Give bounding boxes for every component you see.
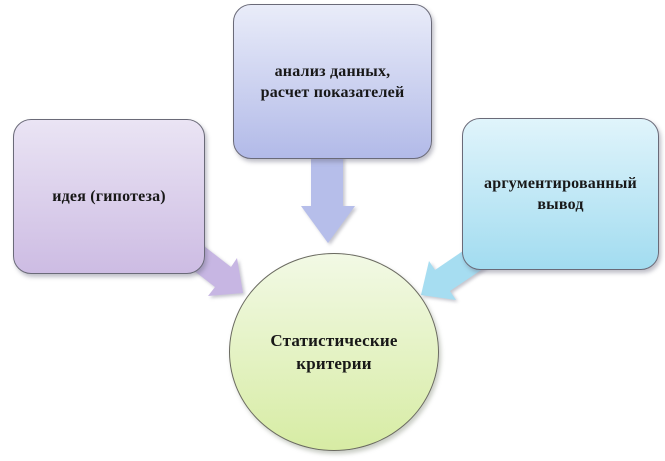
node-idea-label: идея (гипотеза) bbox=[52, 186, 166, 207]
node-analysis-line-1: анализ данных, bbox=[274, 62, 391, 80]
node-statistical-criteria-line-1: Статистические bbox=[270, 331, 398, 350]
node-conclusion-line-1: аргументированный bbox=[484, 175, 637, 192]
node-conclusion-line-2: вывод bbox=[537, 196, 584, 213]
node-idea: идея (гипотеза) bbox=[13, 119, 205, 274]
node-statistical-criteria: Статистические критерии bbox=[229, 253, 439, 451]
node-statistical-criteria-line-2: критерии bbox=[296, 354, 372, 373]
node-analysis-label: анализ данных, расчет показателей bbox=[261, 61, 405, 103]
node-idea-line-1: идея (гипотеза) bbox=[52, 188, 166, 205]
node-statistical-criteria-label: Статистические критерии bbox=[270, 329, 397, 375]
node-analysis: анализ данных, расчет показателей bbox=[233, 4, 432, 159]
node-analysis-line-2: расчет показателей bbox=[260, 83, 405, 101]
node-conclusion-label: аргументированный вывод bbox=[484, 173, 637, 215]
node-conclusion: аргументированный вывод bbox=[462, 118, 659, 270]
arrow-analysis-to-criteria bbox=[301, 152, 355, 243]
